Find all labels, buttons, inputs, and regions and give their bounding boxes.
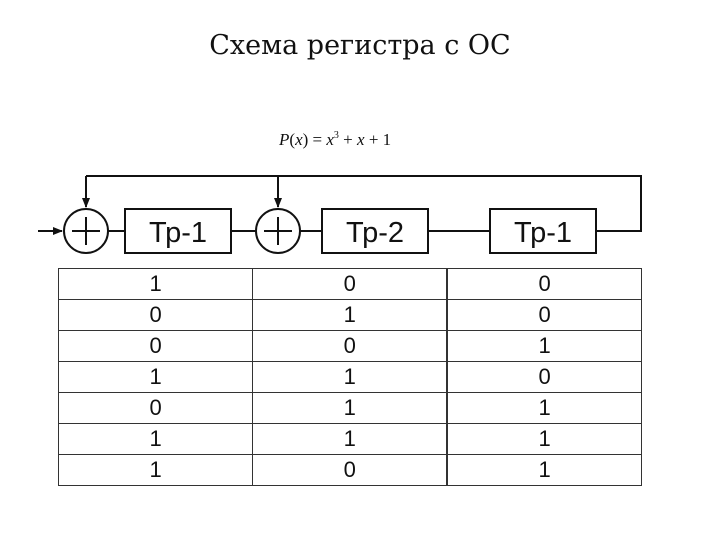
table-cell: 1 <box>446 423 643 455</box>
table-cell: 1 <box>252 361 449 393</box>
state-table: 1 0 0 0 1 0 0 0 1 1 1 0 0 1 1 1 1 1 <box>57 268 643 486</box>
poly-plus1: + <box>343 130 353 149</box>
table-cell: 0 <box>446 268 643 300</box>
table-row: 1 0 0 <box>57 268 643 300</box>
table-cell: 0 <box>252 268 449 300</box>
table-cell: 0 <box>57 392 254 424</box>
register-3: Тр-1 <box>489 208 597 254</box>
table-cell: 1 <box>57 361 254 393</box>
poly-term1-exp: 3 <box>333 130 339 141</box>
table-cell: 1 <box>252 423 449 455</box>
adder-2 <box>255 208 301 254</box>
table-cell: 0 <box>57 330 254 362</box>
table-cell: 0 <box>57 299 254 331</box>
poly-lhs-arg: (x) <box>289 130 309 149</box>
adder-1 <box>63 208 109 254</box>
register-2-label: Тр-2 <box>346 217 404 249</box>
register-1: Тр-1 <box>124 208 232 254</box>
table-cell: 1 <box>252 392 449 424</box>
table-row: 1 0 1 <box>57 454 643 486</box>
table-cell: 1 <box>57 268 254 300</box>
register-2: Тр-2 <box>321 208 429 254</box>
table-cell: 0 <box>252 454 449 486</box>
table-cell: 1 <box>57 423 254 455</box>
table-cell: 1 <box>252 299 449 331</box>
poly-plus2: + <box>368 130 379 149</box>
table-cell: 1 <box>446 392 643 424</box>
table-row: 0 1 1 <box>57 392 643 424</box>
table-cell: 1 <box>57 454 254 486</box>
table-row: 1 1 0 <box>57 361 643 393</box>
table-cell: 0 <box>446 299 643 331</box>
table-cell: 0 <box>446 361 643 393</box>
poly-term2: x <box>357 130 365 149</box>
poly-term1: x <box>326 130 334 149</box>
register-3-label: Тр-1 <box>514 217 572 249</box>
table-cell: 0 <box>252 330 449 362</box>
state-table-body: 1 0 0 0 1 0 0 0 1 1 1 0 0 1 1 1 1 1 <box>57 268 643 486</box>
feedback-line <box>86 175 642 232</box>
polynomial-formula: P(x) = x3 + x + 1 <box>279 130 391 150</box>
poly-eq: = <box>312 130 323 149</box>
table-cell: 1 <box>446 454 643 486</box>
register-1-label: Тр-1 <box>149 217 207 249</box>
page-title: Схема регистра с ОС <box>209 30 511 61</box>
table-row: 1 1 1 <box>57 423 643 455</box>
table-row: 0 1 0 <box>57 299 643 331</box>
table-cell: 1 <box>446 330 643 362</box>
poly-lhs-name: P <box>279 130 290 149</box>
table-row: 0 0 1 <box>57 330 643 362</box>
poly-term3: 1 <box>382 130 392 149</box>
